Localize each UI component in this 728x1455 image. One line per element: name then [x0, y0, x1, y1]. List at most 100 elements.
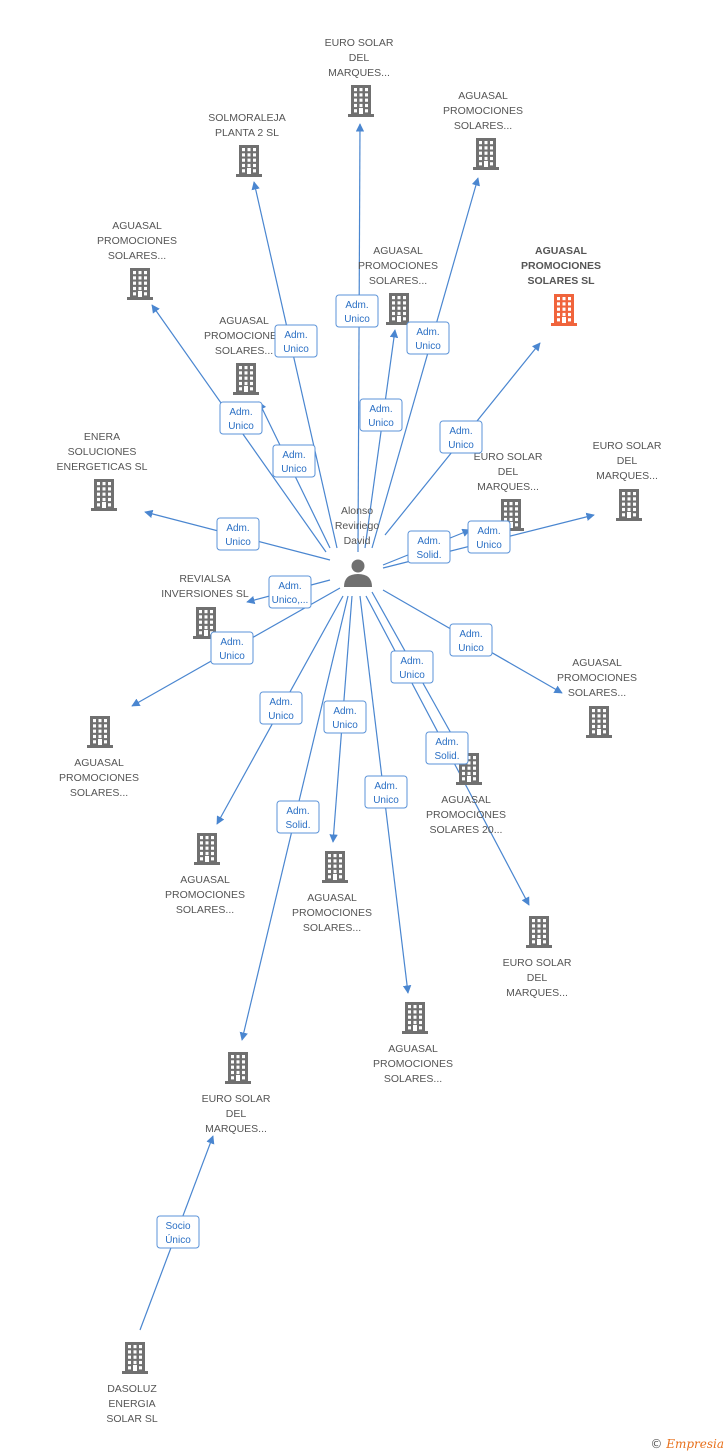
node-label: SOLARES...: [369, 275, 427, 287]
edge-badge-box: [335, 294, 379, 328]
node-label: SOLARES...: [568, 687, 626, 699]
edge-badge-text: Unico: [344, 314, 370, 325]
node-label: SOLARES...: [454, 120, 512, 132]
edge-badge[interactable]: Adm.Unico: [323, 700, 367, 734]
edge-badge[interactable]: Adm.Unico: [406, 321, 450, 355]
edge-badge[interactable]: Adm. Unico: [274, 324, 318, 358]
edge-badge-text: Adm.: [459, 629, 482, 640]
building-icon: [322, 851, 348, 883]
edge-badge[interactable]: Adm.Unico: [364, 775, 408, 809]
node-label: AGUASAL: [458, 90, 508, 102]
edge-badge[interactable]: Adm.Unico: [335, 294, 379, 328]
node-n4[interactable]: AGUASALPROMOCIONESSOLARES...: [443, 90, 523, 170]
building-icon: [225, 1052, 251, 1084]
building-icon: [526, 916, 552, 948]
edge-badge-text: Unico: [281, 464, 307, 475]
edge-badge[interactable]: Adm.Unico: [467, 520, 511, 554]
edge-badge-box: [359, 398, 403, 432]
node-label: MARQUES...: [596, 470, 658, 482]
edge-badge-text: Unico: [283, 344, 309, 355]
node-label: PROMOCIONES: [557, 672, 637, 684]
node-n12[interactable]: AGUASALPROMOCIONESSOLARES...: [59, 716, 139, 799]
brand-logo[interactable]: Empresia: [666, 1437, 724, 1451]
building-icon: [127, 268, 153, 300]
edge-badge-text: Unico: [476, 540, 502, 551]
node-n13[interactable]: AGUASAL PROMOCIONES SOLARES...: [557, 657, 637, 738]
edge-badge[interactable]: Adm.Unico: [259, 691, 303, 725]
node-n19[interactable]: EURO SOLARDELMARQUES...: [202, 1052, 271, 1135]
node-label: AGUASAL: [572, 657, 622, 669]
node-label: PROMOCIONES: [204, 330, 284, 342]
node-label: PROMOCIONES: [292, 907, 372, 919]
edge-badge-text: Unico: [399, 670, 425, 681]
node-label: PROMOCIONES: [358, 260, 438, 272]
edge-badge[interactable]: Adm. Unico: [272, 444, 316, 478]
edge-badge-text: Adm.: [286, 806, 309, 817]
node-label: David: [344, 535, 371, 547]
edge-badge-text: Unico: [219, 651, 245, 662]
edge-badge-text: Único: [165, 1233, 191, 1246]
node-label: SOLARES 20...: [430, 824, 503, 836]
edge-badge-text: Solid.: [285, 820, 310, 831]
node-label: AGUASAL: [388, 1043, 438, 1055]
node-n1[interactable]: EURO SOLARDELMARQUES...: [325, 37, 394, 117]
edge-badge-box: [216, 517, 260, 551]
node-n18[interactable]: AGUASALPROMOCIONESSOLARES...: [373, 1002, 453, 1085]
edge-badge[interactable]: Adm.Unico: [439, 420, 483, 454]
node-label: EURO SOLAR: [503, 957, 572, 969]
edge-badge[interactable]: Adm.Unico,...: [268, 575, 312, 609]
node-label: PROMOCIONES: [521, 260, 601, 272]
edge-badge-box: [268, 575, 312, 609]
node-n7[interactable]: AGUASALPROMOCIONESSOLARES...: [204, 315, 284, 395]
edge-badge-text: Unico: [448, 440, 474, 451]
edge-badge-text: Adm.: [284, 330, 307, 341]
edge-badge[interactable]: Adm.Unico: [390, 650, 434, 684]
node-n16[interactable]: AGUASALPROMOCIONESSOLARES...: [292, 851, 372, 934]
building-icon: [91, 479, 117, 511]
edge-badge-text: Adm.: [282, 450, 305, 461]
building-icon: [348, 85, 374, 117]
edge-badge[interactable]: Adm.Unico: [210, 631, 254, 665]
building-icon: [236, 145, 262, 177]
building-icon: [551, 294, 577, 326]
edge-badge-box: [390, 650, 434, 684]
node-n15[interactable]: AGUASALPROMOCIONESSOLARES...: [165, 833, 245, 916]
node-n17[interactable]: EURO SOLARDELMARQUES...: [503, 916, 572, 999]
edge-badge[interactable]: Adm.Unico: [216, 517, 260, 551]
edge-badge[interactable]: Adm.Unico: [449, 623, 493, 657]
edge-badge[interactable]: Adm.Solid.: [407, 530, 451, 564]
edge-badge-text: Adm.: [417, 536, 440, 547]
node-label: EURO SOLAR: [593, 440, 662, 452]
edge-badge[interactable]: Adm. Solid.: [276, 800, 320, 834]
edge-badge-text: Adm.: [278, 581, 301, 592]
edge-badge-text: Unico: [228, 421, 254, 432]
node-label: ENERA: [84, 431, 120, 443]
node-n9[interactable]: EURO SOLARDELMARQUES...: [474, 451, 543, 531]
edge-badge-text: Unico: [415, 341, 441, 352]
node-n3[interactable]: AGUASALPROMOCIONESSOLARES...: [97, 220, 177, 300]
node-n5[interactable]: AGUASALPROMOCIONESSOLARES...: [358, 245, 438, 325]
edge-badge-text: Unico: [268, 711, 294, 722]
node-label: DEL: [226, 1108, 247, 1120]
node-label: SOLARES...: [108, 250, 166, 262]
edge-badge[interactable]: Adm.Unico: [359, 398, 403, 432]
edge-badge-box: [210, 631, 254, 665]
edge-badge[interactable]: Adm.Solid.: [425, 731, 469, 765]
edge-person-n4: [371, 177, 480, 549]
node-n10[interactable]: EURO SOLARDELMARQUES...: [593, 440, 662, 521]
node-label: ENERGETICAS SL: [56, 461, 147, 473]
edge-badge-box: [364, 775, 408, 809]
building-icon: [233, 363, 259, 395]
edge-badge[interactable]: Adm.Unico: [219, 401, 263, 435]
node-label: Reviriego: [335, 520, 380, 532]
node-label: SOLAR SL: [106, 1413, 158, 1425]
